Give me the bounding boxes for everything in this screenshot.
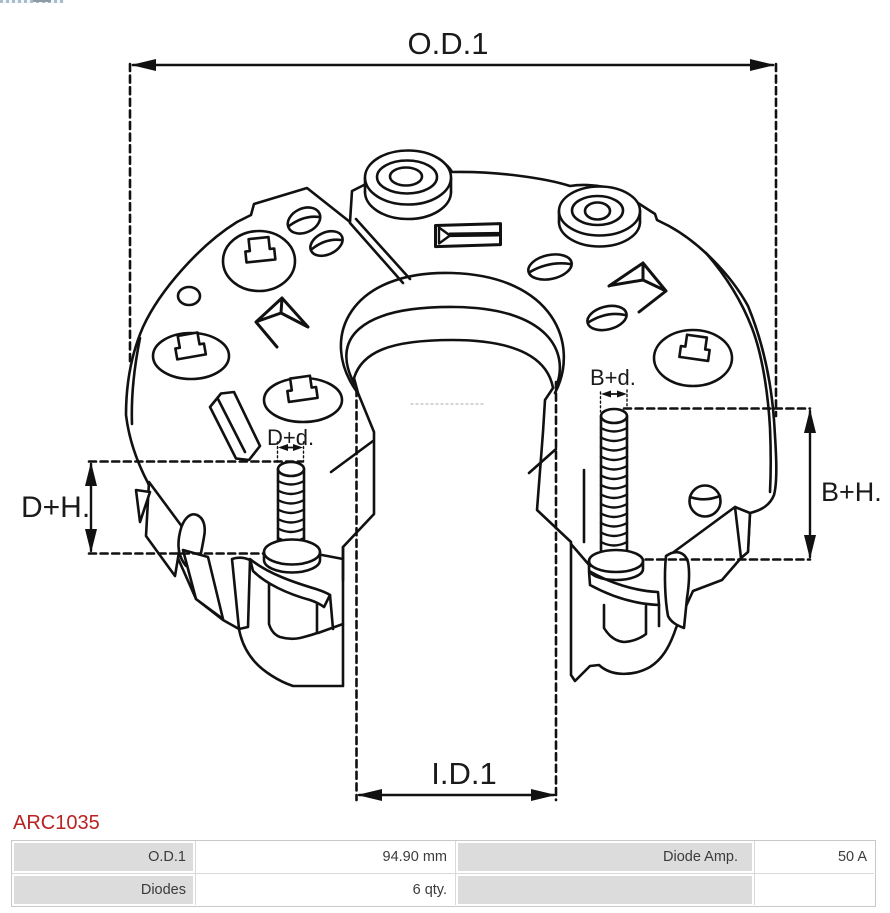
svg-text:I.D.1: I.D.1 [431,756,496,791]
svg-text:D+d.: D+d. [267,425,314,450]
svg-text:O.D.1: O.D.1 [408,26,489,61]
svg-text:B+H.: B+H. [821,477,882,507]
svg-text:B+d.: B+d. [590,365,636,390]
svg-text:D+H.: D+H. [21,491,90,524]
